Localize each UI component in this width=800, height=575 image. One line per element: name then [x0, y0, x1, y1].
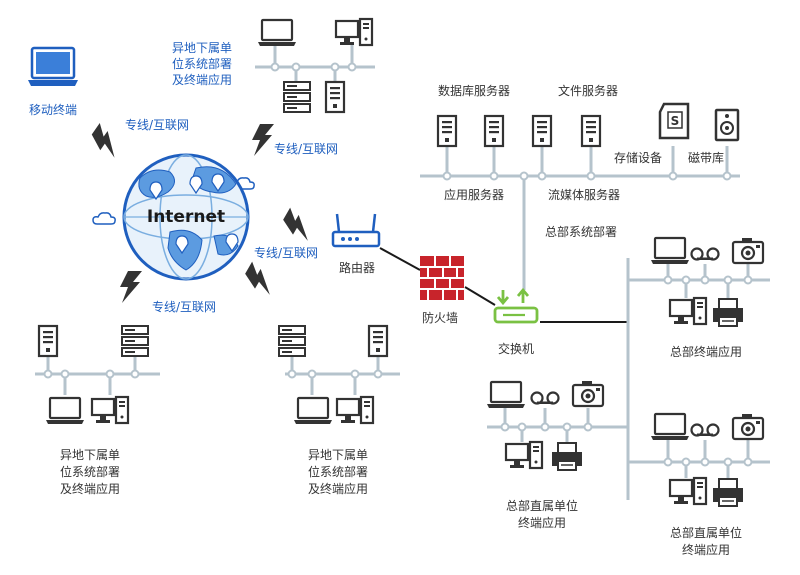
- camera-icon: [571, 379, 605, 408]
- app-server-label: 应用服务器: [444, 187, 504, 202]
- tape-recorder-icon: [690, 247, 720, 262]
- lightning-icon: [252, 124, 274, 156]
- hq-direct-center-label-line2: 终端应用: [518, 515, 566, 530]
- internet-globe: Internet: [92, 153, 255, 281]
- mobile-terminal-label: 移动终端: [29, 102, 77, 117]
- hq-direct-right: 总部直属单位 终端应用: [649, 412, 765, 557]
- desktop-icon: [335, 395, 375, 425]
- remote-unit-label-line2: 位系统部署: [172, 56, 232, 71]
- remote-unit-bottom-middle: 异地下属单 位系统部署 及终端应用: [278, 324, 389, 496]
- storage-label: 存储设备: [614, 150, 662, 165]
- laptop-icon: [485, 380, 527, 410]
- lightning-icon: [120, 271, 142, 303]
- switch: 交换机: [493, 287, 539, 356]
- server-icon: [580, 114, 602, 148]
- laptop-icon: [256, 18, 298, 48]
- printer-icon: [712, 298, 744, 327]
- desktop-icon: [334, 17, 374, 47]
- switch-icon: [493, 287, 539, 324]
- link-label-top-left: 专线/互联网: [125, 117, 189, 132]
- file-server-label: 文件服务器: [558, 83, 618, 98]
- server-icon: [436, 114, 458, 148]
- rack-server-icon: [283, 81, 311, 113]
- server-icon: [483, 114, 505, 148]
- camera-icon: [731, 236, 765, 265]
- lightning-icon: [279, 207, 318, 243]
- remote-unit-top: 异地下属单 位系统部署 及终端应用: [172, 17, 374, 114]
- connection-lines: [379, 247, 628, 323]
- remote-unit-bm-line3: 及终端应用: [308, 481, 368, 496]
- bus-nodes: [43, 62, 753, 467]
- laptop-icon: [292, 396, 334, 426]
- cloud-icon: [92, 212, 116, 225]
- hq-direct-center: 总部直属单位 终端应用: [485, 379, 605, 530]
- remote-unit-bl-line3: 及终端应用: [60, 481, 120, 496]
- db-server-label: 数据库服务器: [438, 83, 510, 98]
- remote-unit-label-line3: 及终端应用: [172, 72, 232, 87]
- server-icon: [37, 324, 59, 358]
- tape-recorder-icon: [690, 423, 720, 438]
- laptop-icon: [44, 396, 86, 426]
- switch-label: 交换机: [498, 341, 534, 356]
- laptop-icon: [649, 412, 691, 442]
- svg-text:S: S: [671, 114, 680, 128]
- desktop-icon: [668, 476, 708, 506]
- globe-icon: [122, 153, 250, 281]
- tape-label: 磁带库: [688, 150, 724, 165]
- mobile-terminal: 移动终端: [28, 46, 78, 117]
- hq-servers: 数据库服务器 文件服务器 S 存储设备 磁带库 应用服务器 流媒体服务器 总部系…: [436, 83, 740, 239]
- remote-unit-bottom-left: 异地下属单 位系统部署 及终端应用: [37, 324, 149, 496]
- lightning-icon: [241, 261, 280, 297]
- remote-unit-bl-line2: 位系统部署: [60, 464, 120, 479]
- remote-unit-bm-line2: 位系统部署: [308, 464, 368, 479]
- speaker-icon: [714, 108, 740, 142]
- remote-unit-label-line1: 异地下属单: [172, 41, 232, 55]
- storage-icon: S: [658, 102, 690, 140]
- router-label: 路由器: [339, 260, 375, 275]
- laptop-icon: [28, 46, 78, 86]
- server-icon: [531, 114, 553, 148]
- laptop-icon: [649, 236, 691, 266]
- internet-label: Internet: [147, 207, 225, 227]
- link-label-top-right: 专线/互联网: [274, 141, 338, 156]
- rack-server-icon: [278, 325, 306, 357]
- printer-icon: [712, 478, 744, 507]
- media-server-label: 流媒体服务器: [548, 187, 620, 202]
- rack-server-icon: [121, 325, 149, 357]
- desktop-icon: [668, 296, 708, 326]
- camera-icon: [731, 412, 765, 441]
- lightning-icon: [87, 122, 126, 160]
- remote-unit-bm-line1: 异地下属单: [308, 448, 368, 462]
- firewall-icon: [420, 256, 464, 300]
- links: 专线/互联网 专线/互联网 专线/互联网 专线/互联网: [87, 117, 338, 314]
- link-label-right: 专线/互联网: [254, 245, 318, 260]
- server-icon: [367, 324, 389, 358]
- hq-direct-label-line1: 总部直属单位: [670, 525, 742, 540]
- printer-icon: [551, 442, 583, 471]
- hq-direct-label-line2: 终端应用: [682, 542, 730, 557]
- remote-unit-bl-line1: 异地下属单: [60, 448, 120, 462]
- firewall: 防火墙: [420, 256, 464, 325]
- desktop-icon: [90, 395, 130, 425]
- hq-terminals: 总部终端应用: [649, 236, 765, 359]
- hq-deploy-label: 总部系统部署: [545, 224, 617, 239]
- hq-terminal-label: 总部终端应用: [670, 344, 742, 359]
- router-icon: [331, 213, 381, 248]
- router: 路由器: [331, 213, 381, 275]
- hq-direct-center-label-line1: 总部直属单位: [506, 498, 578, 513]
- tape-recorder-icon: [530, 391, 560, 406]
- link-label-bottom: 专线/互联网: [152, 299, 216, 314]
- firewall-label: 防火墙: [422, 310, 458, 325]
- desktop-icon: [504, 440, 544, 470]
- server-icon: [324, 80, 346, 114]
